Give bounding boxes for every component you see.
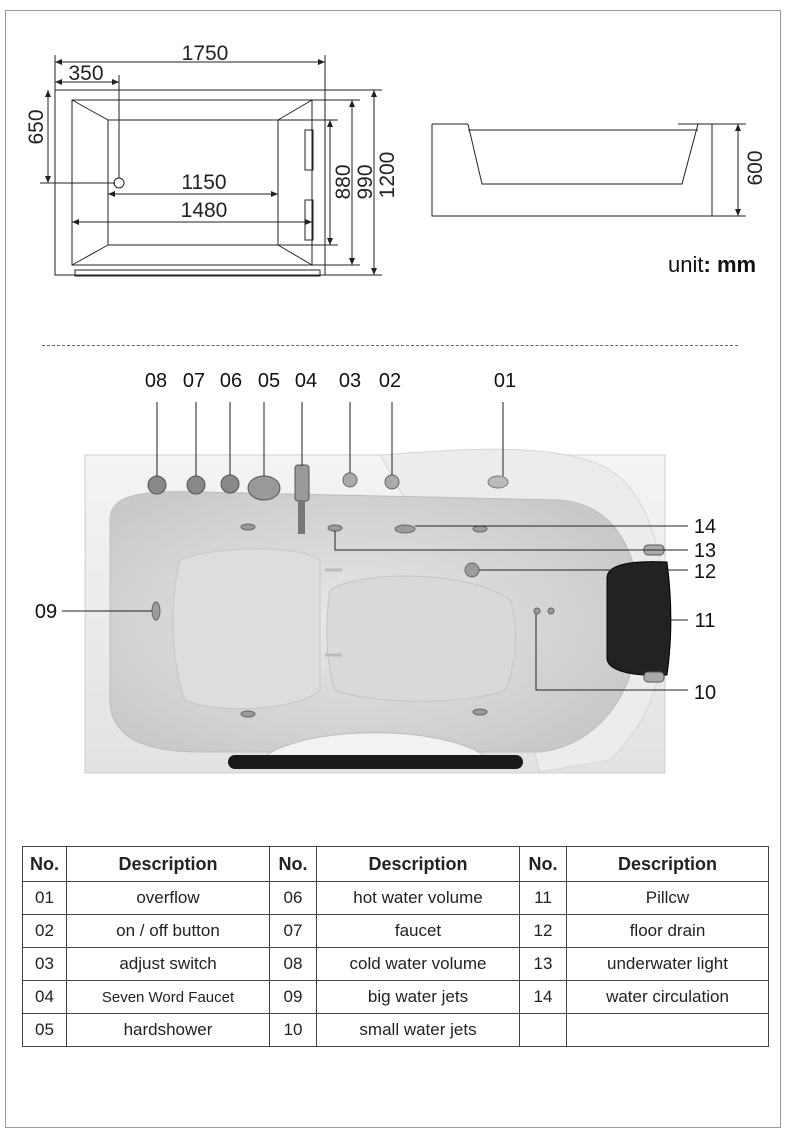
part-number: 09 (269, 980, 317, 1014)
part-number: 08 (269, 947, 317, 981)
part-number: 12 (519, 914, 567, 948)
part-description: underwater light (566, 947, 769, 981)
part-number: 13 (519, 947, 567, 981)
unit-word: unit (668, 252, 704, 277)
part-description: Seven Word Faucet (66, 980, 270, 1014)
part-description: adjust switch (66, 947, 270, 981)
grab-handle (228, 755, 523, 769)
page-frame (5, 10, 781, 1128)
dim-350: 350 (68, 62, 103, 85)
part-number: 01 (22, 881, 67, 915)
dim-990: 990 (354, 164, 377, 199)
parts-table: No. Description No. Description No. Desc… (22, 846, 769, 1047)
header-description: Description (316, 846, 520, 882)
callout-13: 13 (694, 540, 716, 562)
table-header-row: No. Description No. Description No. Desc… (22, 846, 769, 882)
unit-colon: : (703, 252, 711, 277)
part-description: floor drain (566, 914, 769, 948)
part-number: 14 (519, 980, 567, 1014)
callout-04: 04 (295, 370, 317, 392)
part-number: 02 (22, 914, 67, 948)
dim-1150: 1150 (181, 171, 226, 194)
unit-label: unit: mm (668, 252, 756, 278)
callout-05: 05 (258, 370, 280, 392)
header-no: No. (22, 846, 67, 882)
header-description: Description (66, 846, 270, 882)
dim-1750: 1750 (182, 42, 229, 65)
callout-06: 06 (220, 370, 242, 392)
part-description: hardshower (66, 1013, 270, 1047)
callout-02: 02 (379, 370, 401, 392)
callout-01: 01 (494, 370, 516, 392)
part-number: 11 (519, 881, 567, 915)
header-no: No. (269, 846, 317, 882)
dashed-separator (42, 345, 738, 346)
part-description: big water jets (316, 980, 520, 1014)
part-description: on / off button (66, 914, 270, 948)
part-description: water circulation (566, 980, 769, 1014)
table-row: 02 on / off button 07 faucet 12 floor dr… (22, 914, 769, 948)
table-row: 05 hardshower 10 small water jets (22, 1013, 769, 1047)
dim-650: 650 (25, 109, 48, 144)
part-number: 05 (22, 1013, 67, 1047)
callout-12: 12 (694, 561, 716, 583)
part-number: 06 (269, 881, 317, 915)
dim-600: 600 (744, 150, 767, 185)
table-row: 03 adjust switch 08 cold water volume 13… (22, 947, 769, 981)
table-row: 04 Seven Word Faucet 09 big water jets 1… (22, 980, 769, 1014)
dim-1200: 1200 (376, 152, 399, 199)
water-jets (151, 523, 555, 718)
callout-09: 09 (35, 601, 57, 623)
pillow (606, 561, 672, 676)
part-description: hot water volume (316, 881, 520, 915)
dim-1480: 1480 (181, 199, 228, 222)
unit-value: mm (716, 252, 757, 277)
top-view-drawing: 1750 350 650 1150 1480 880 990 1200 (25, 42, 399, 277)
part-description: overflow (66, 881, 270, 915)
part-description: faucet (316, 914, 520, 948)
side-view-drawing: 600 (431, 123, 767, 217)
bathtub-illustration: 08 07 06 05 04 03 02 01 09 14 13 12 11 1… (35, 370, 716, 774)
callout-10: 10 (694, 682, 716, 704)
part-number: 10 (269, 1013, 317, 1047)
table-row: 01 overflow 06 hot water volume 11 Pillc… (22, 881, 769, 915)
part-number: 07 (269, 914, 317, 948)
callout-08: 08 (145, 370, 167, 392)
part-number: 04 (22, 980, 67, 1014)
callout-07: 07 (183, 370, 205, 392)
part-description: Pillcw (566, 881, 769, 915)
callout-03: 03 (339, 370, 361, 392)
part-number: 03 (22, 947, 67, 981)
part-number (519, 1013, 567, 1047)
header-no: No. (519, 846, 567, 882)
callout-14: 14 (694, 516, 716, 538)
part-description: small water jets (316, 1013, 520, 1047)
part-description (566, 1013, 769, 1047)
callout-11: 11 (695, 610, 716, 632)
header-description: Description (566, 846, 769, 882)
dim-880: 880 (332, 164, 355, 199)
part-description: cold water volume (316, 947, 520, 981)
